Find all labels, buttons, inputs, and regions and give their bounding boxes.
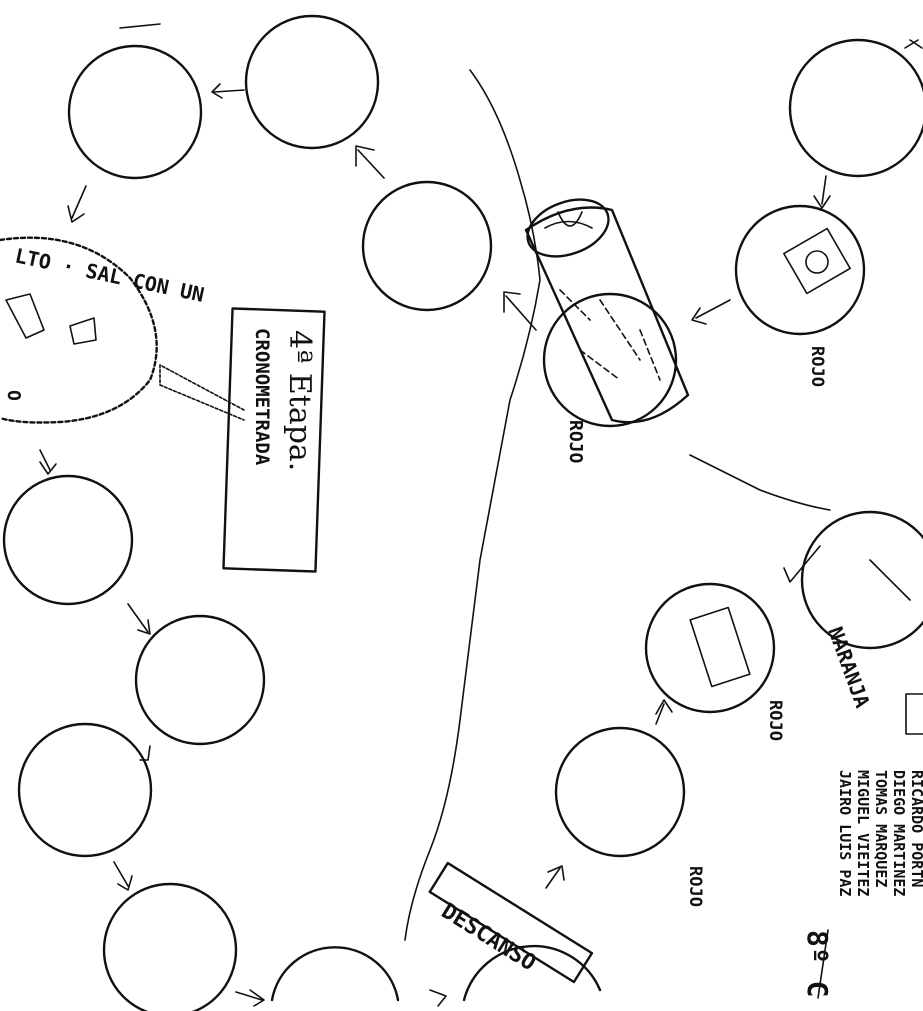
river-line-2 [690, 455, 830, 510]
arrow-icon [656, 700, 672, 724]
arrow-icon [692, 300, 730, 324]
board-space [556, 728, 684, 856]
arrow-icon [68, 186, 86, 222]
board-space [363, 182, 491, 310]
arrow-icon [40, 450, 56, 474]
start-badge: LTO · SAL CON UN O [0, 238, 206, 423]
board-space [4, 476, 132, 604]
arrow-icon [114, 862, 132, 890]
board-space [246, 16, 378, 148]
board-spaces-left [4, 16, 491, 1011]
arrow-icon [546, 866, 564, 888]
board-space-camera [736, 206, 864, 334]
coin-drawing-2 [70, 318, 96, 344]
board-space [136, 616, 264, 744]
arrow-icon [504, 292, 536, 330]
label-rojo-log: ROJO [565, 420, 586, 464]
board-space [69, 46, 201, 178]
arrow-icon [356, 146, 384, 178]
label-rojo-card: ROJO [765, 700, 785, 741]
arrow-icon [236, 990, 264, 1006]
arrow-icon [814, 176, 830, 208]
camera-icon [784, 229, 850, 294]
stage-sign-line1: 4ª Etapa. [282, 330, 317, 471]
scribble [906, 694, 923, 734]
scribble [430, 990, 446, 1006]
stage-sign: 4ª Etapa. CRONOMETRADA [160, 308, 325, 571]
arrow-icon [212, 84, 244, 98]
stage-sign-line2: CRONOMETRADA [251, 328, 273, 466]
start-badge-side: O [3, 390, 24, 401]
board-space [19, 724, 151, 856]
coin-drawing [6, 294, 44, 338]
scribble [120, 24, 160, 28]
direction-arrows [40, 40, 922, 1006]
label-rojo-camera: ROJO [807, 346, 827, 387]
credit-name-3: TOMAS MARQUEZ [872, 770, 890, 887]
log-obstacle: ROJO [520, 189, 688, 463]
card-icon [690, 608, 750, 687]
credit-name-2: DIEGO MARTINEZ [890, 770, 908, 896]
board-space-rect [646, 584, 774, 712]
credit-name-4: MIGUEL VIEITEZ [854, 770, 872, 896]
label-naranja: NARANJA [823, 624, 874, 711]
board-space-naranja [802, 512, 923, 648]
credit-name-1: RICARDO PORTN [908, 770, 923, 887]
label-rojo-bottom: ROJO [685, 866, 705, 907]
start-badge-text: LTO · SAL CON UN [13, 243, 206, 307]
board-space [790, 40, 923, 176]
credit-class: 8º C [801, 930, 834, 997]
credit-name-5: JAIRO LUIS PAZ [836, 770, 854, 896]
board-space [272, 947, 398, 1000]
credits-block: RICARDO PORTN DIEGO MARTINEZ TOMAS MARQU… [801, 770, 923, 998]
arrow-icon [128, 604, 150, 634]
board-space [104, 884, 236, 1011]
